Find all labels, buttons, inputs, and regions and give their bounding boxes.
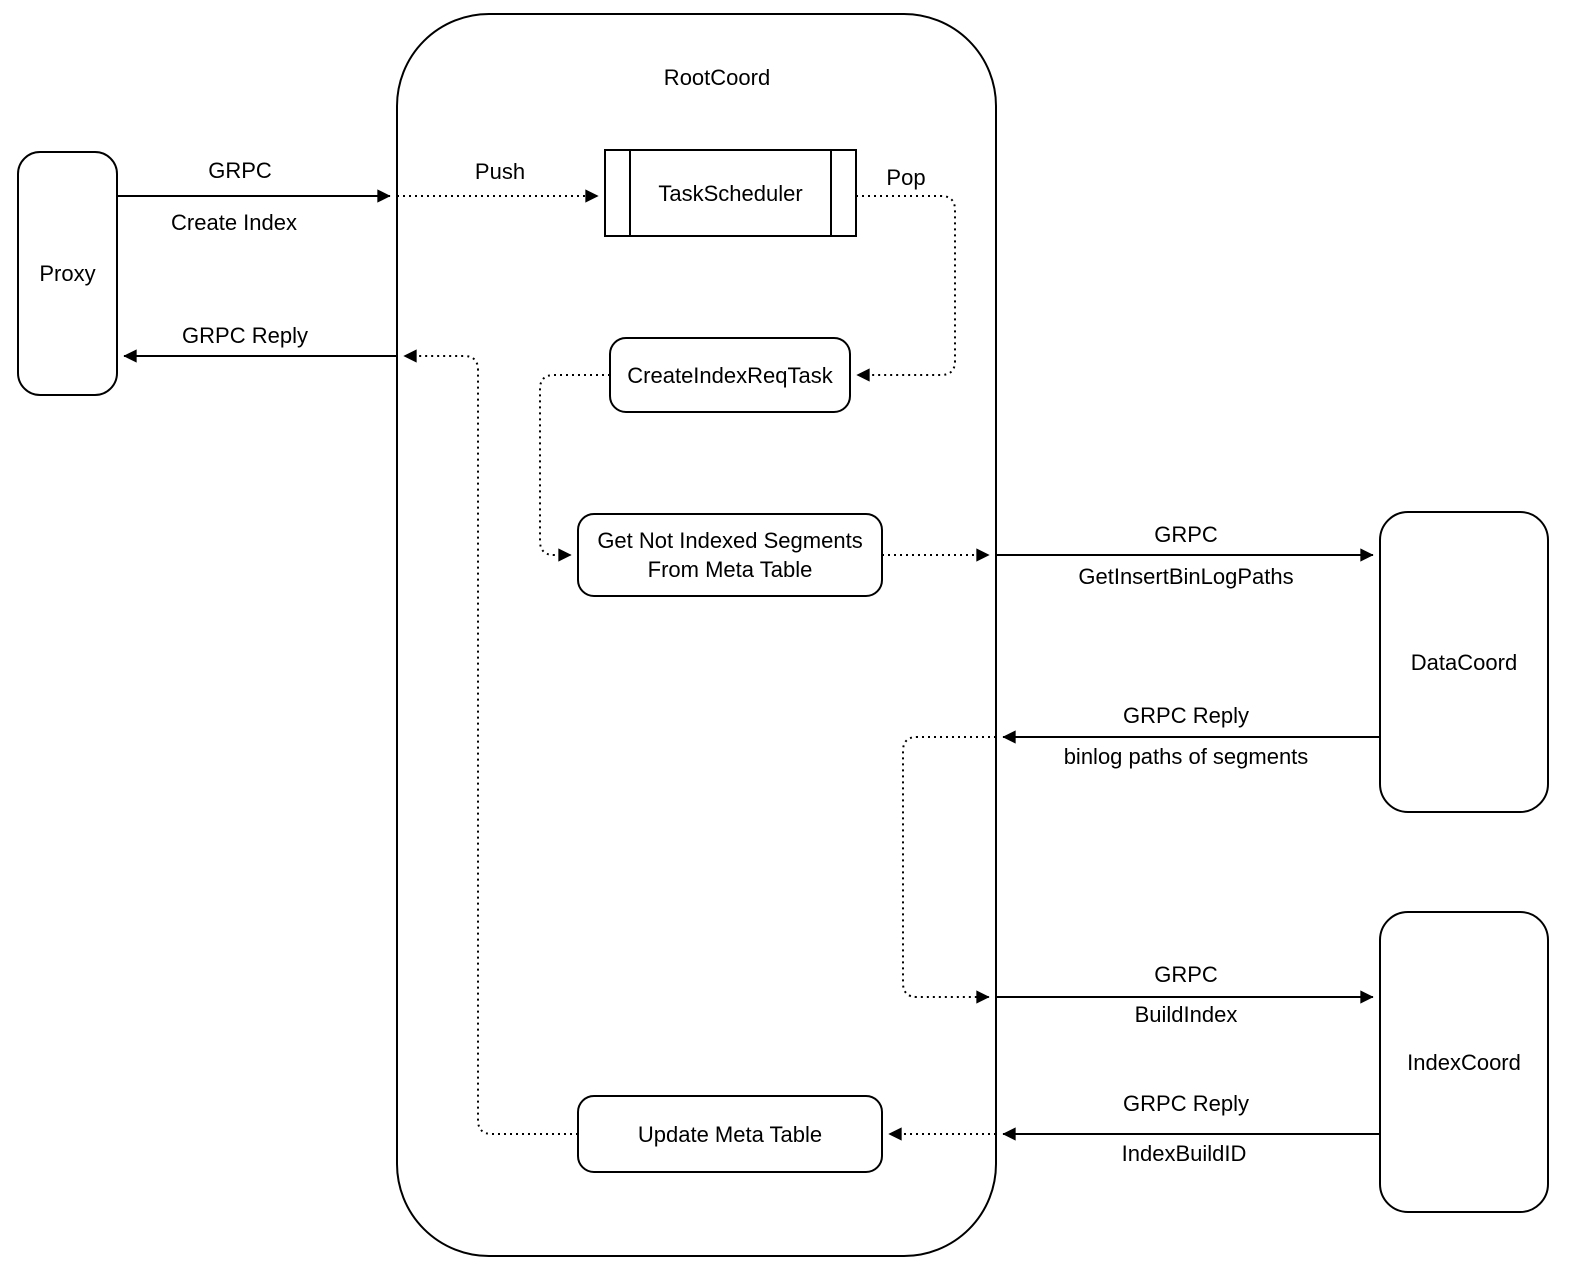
edge-label-grpc-datacoord: GRPC: [1154, 522, 1218, 547]
edge-label-grpc-reply-proxy: GRPC Reply: [182, 323, 308, 348]
get-not-indexed-segments-line2: From Meta Table: [647, 557, 813, 582]
edge-label-grpc-reply-datacoord: GRPC Reply: [1123, 703, 1249, 728]
edge-label-push: Push: [474, 159, 526, 184]
edge-reqtask-to-segments: [539, 374, 610, 562]
rootcoord-container-box: [396, 13, 997, 1257]
edge-internal-loop: [902, 736, 996, 1004]
edge-label-pop: Pop: [886, 165, 926, 190]
edge-label-create-index: Create Index: [171, 210, 297, 235]
create-index-req-task-label: CreateIndexReqTask: [627, 362, 833, 388]
proxy-label: Proxy: [39, 261, 96, 286]
edge-pop: [856, 195, 956, 382]
rootcoord-title: RootCoord: [663, 65, 771, 90]
indexcoord-box: [1379, 911, 1549, 1213]
proxy-box: [17, 151, 118, 396]
edge-label-buildindex: BuildIndex: [1134, 1002, 1238, 1027]
datacoord-box: [1379, 511, 1549, 813]
get-not-indexed-segments-line1: Get Not Indexed Segments: [597, 528, 863, 553]
edge-label-indexbuildid: IndexBuildID: [1121, 1141, 1247, 1166]
edge-label-getinsertbinlogpaths: GetInsertBinLogPaths: [1078, 564, 1294, 589]
indexcoord-label: IndexCoord: [1407, 1049, 1521, 1075]
edge-label-grpc-reply-indexcoord: GRPC Reply: [1123, 1091, 1249, 1116]
task-scheduler-box: [604, 149, 857, 237]
update-meta-table-label: Update Meta Table: [637, 1121, 823, 1147]
edge-updatemeta-to-border: [403, 349, 578, 1135]
get-not-indexed-segments-label: Get Not Indexed Segments From Meta Table: [578, 514, 882, 596]
edge-label-grpc-create: GRPC: [208, 158, 272, 183]
edge-label-grpc-indexcoord: GRPC: [1154, 962, 1218, 987]
datacoord-label: DataCoord: [1410, 649, 1518, 675]
edge-label-binlog-paths: binlog paths of segments: [1063, 744, 1309, 769]
task-scheduler-label: TaskScheduler: [658, 180, 803, 206]
